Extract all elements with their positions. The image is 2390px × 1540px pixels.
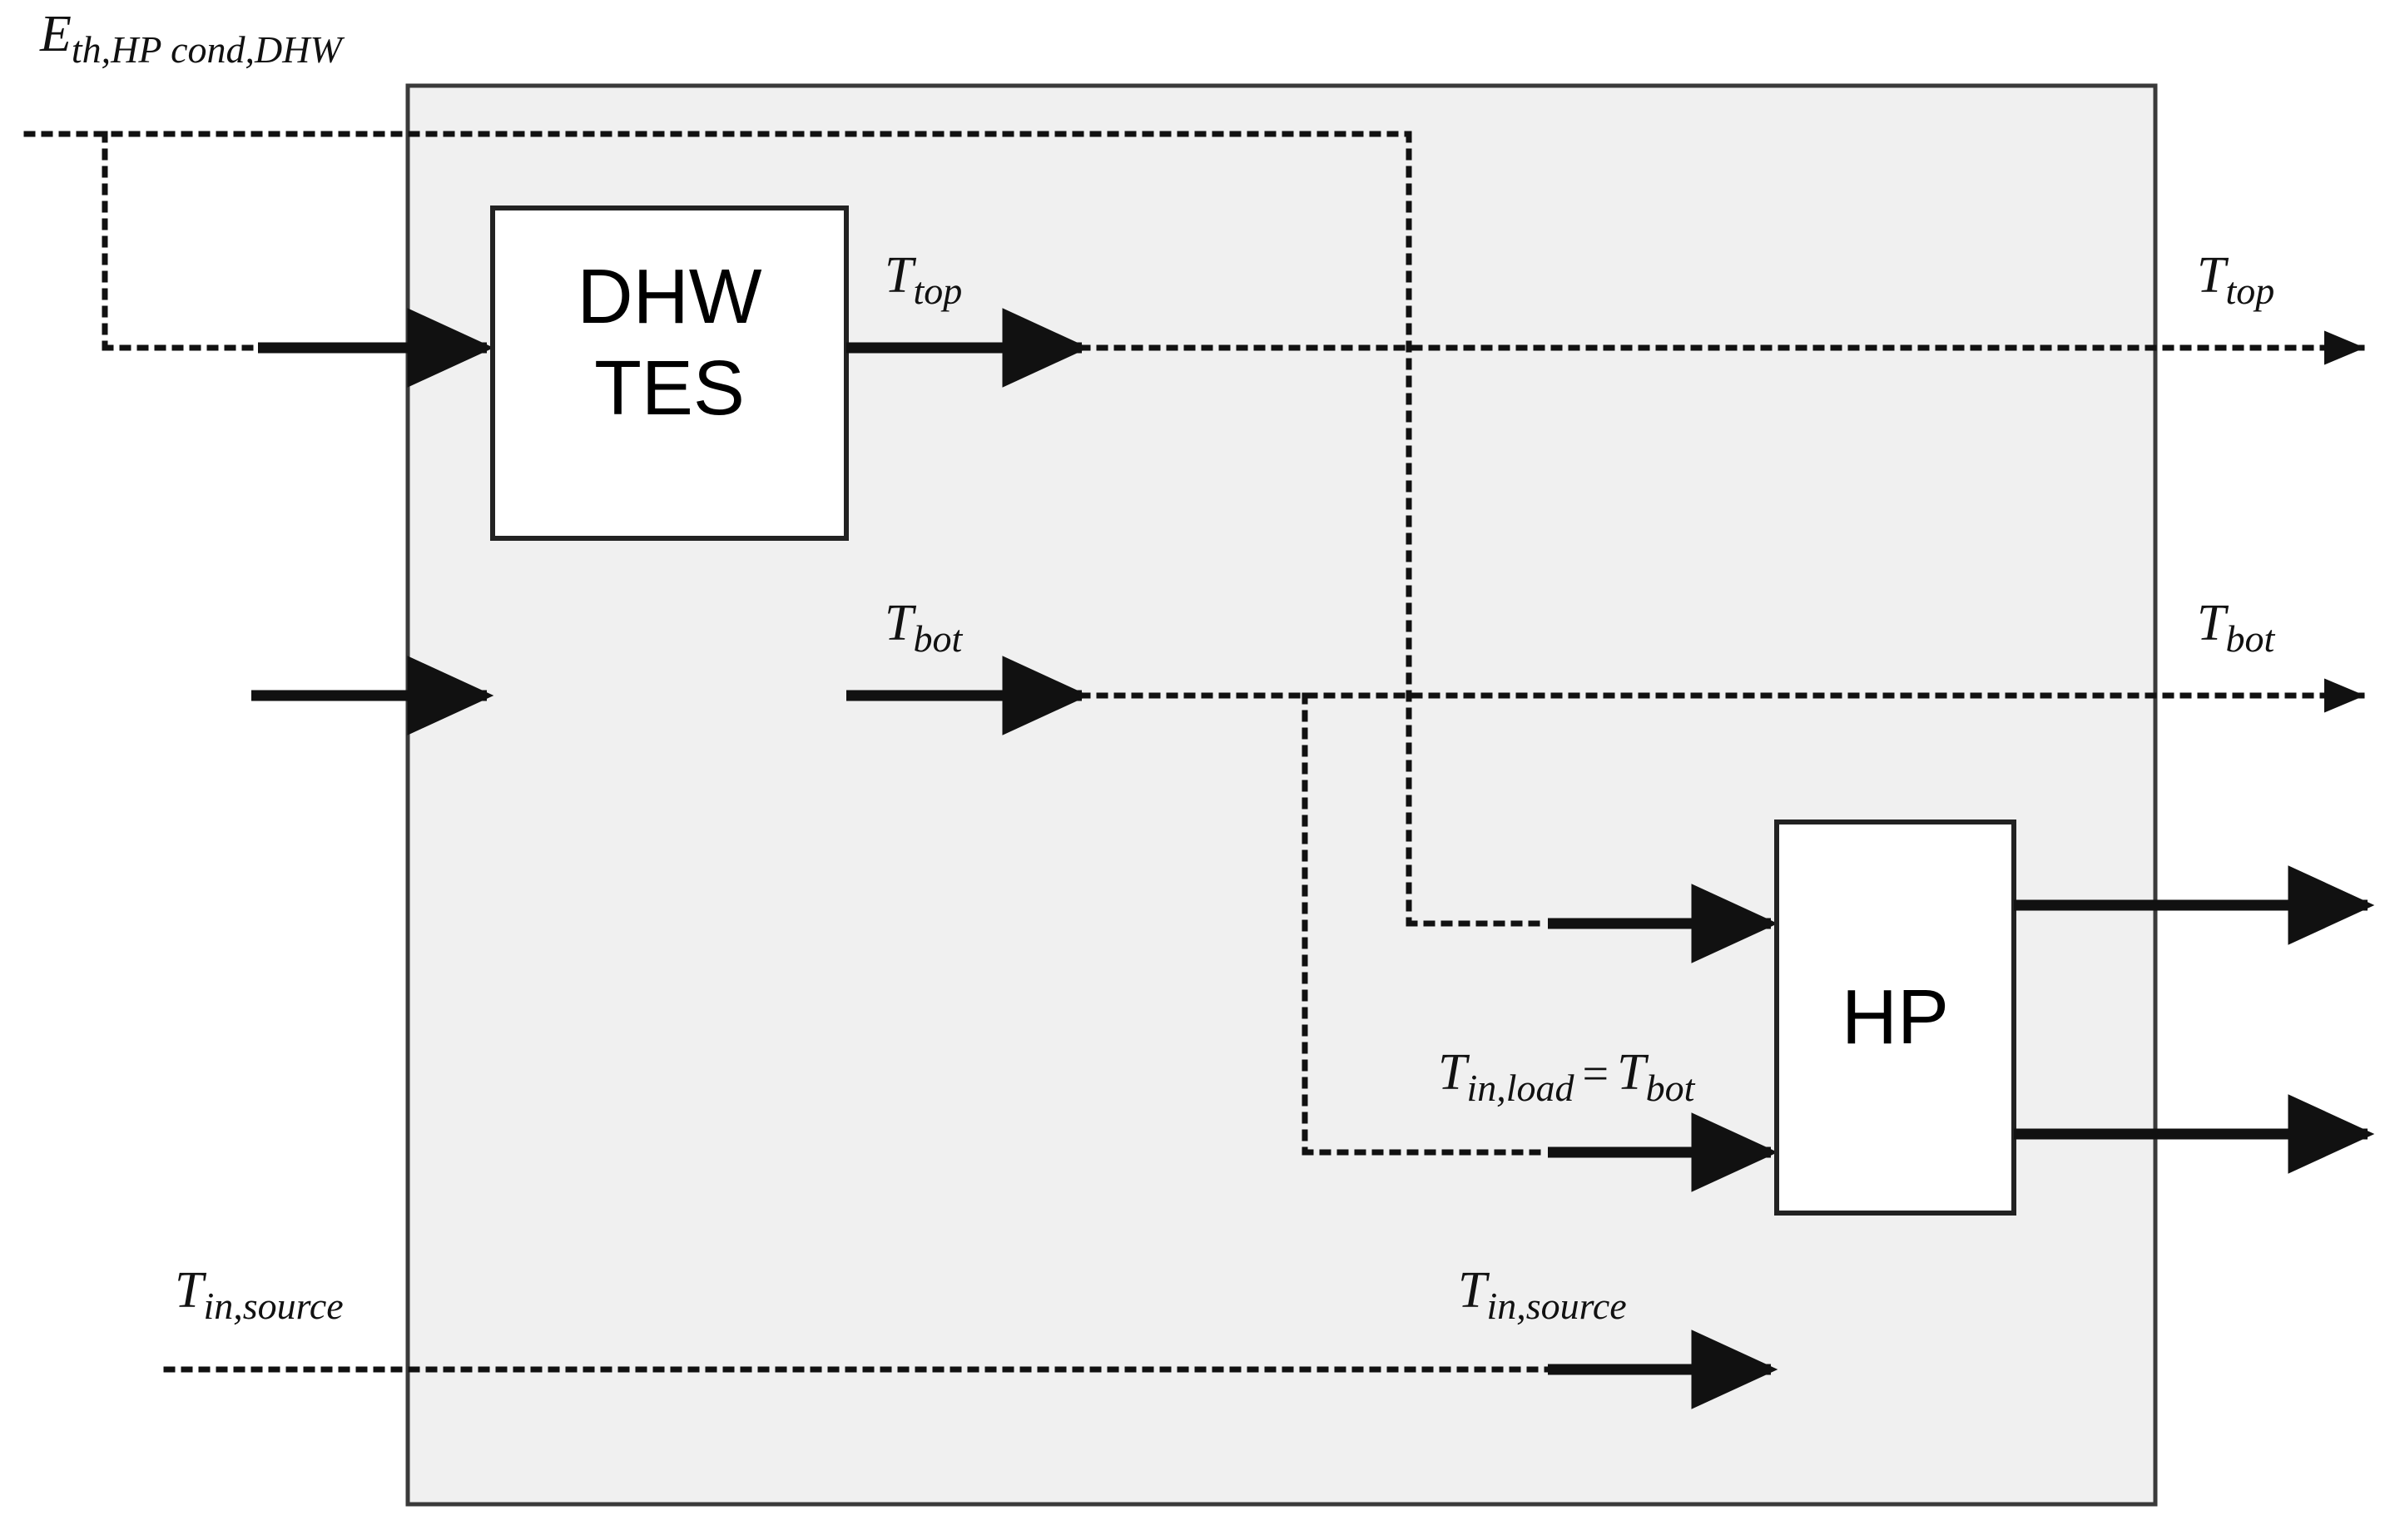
label-ttop-right: Ttop bbox=[2197, 250, 2274, 310]
label-tbot-right-base: T bbox=[2197, 595, 2226, 651]
label-tin-load-equals-tbot: Tin,load=Tbot bbox=[1438, 1047, 1694, 1107]
flow-eth-hp-cond-dhw bbox=[23, 131, 1412, 351]
flow-tbot-to-hp-load bbox=[1302, 692, 1551, 1156]
block-label-dhw-tes: DHW TES bbox=[493, 251, 846, 433]
label-tin-source-hp-base: T bbox=[1458, 1262, 1487, 1319]
label-tbot-right-subscript: bot bbox=[2225, 616, 2275, 660]
label-equals-sign: = bbox=[1582, 1048, 1609, 1100]
label-tin-load-subscript: in,load bbox=[1466, 1066, 1574, 1109]
flow-vertical-branch-ttop bbox=[1406, 131, 1551, 927]
label-eth-hp-cond-dhw: Eth,HP cond,DHW bbox=[40, 8, 342, 69]
label-tin-load-rhs-base: T bbox=[1617, 1044, 1646, 1101]
block-dhw-tes bbox=[490, 205, 849, 541]
label-eth-subscript: th,HP cond,DHW bbox=[71, 27, 342, 71]
label-ttop-tes-out: Ttop bbox=[885, 250, 962, 310]
label-tbot-tes-out: Tbot bbox=[885, 597, 962, 658]
block-hp bbox=[1774, 820, 2016, 1216]
label-tin-source-hp: Tin,source bbox=[1458, 1265, 1627, 1325]
block-label-dhw-tes-line1: DHW bbox=[577, 253, 762, 339]
label-eth-base: E bbox=[40, 6, 72, 62]
label-tbot-tes-out-base: T bbox=[885, 595, 914, 651]
label-tbot-right: Tbot bbox=[2197, 597, 2274, 658]
block-label-dhw-tes-line2: TES bbox=[594, 344, 745, 431]
label-tin-source-left: Tin,source bbox=[175, 1265, 344, 1325]
label-ttop-right-subscript: top bbox=[2225, 269, 2275, 312]
label-ttop-tes-out-base: T bbox=[885, 247, 914, 304]
label-ttop-tes-out-subscript: top bbox=[913, 269, 963, 312]
label-tin-load-rhs-subscript: bot bbox=[1645, 1066, 1695, 1109]
label-tbot-tes-out-subscript: bot bbox=[913, 616, 963, 660]
label-tin-source-hp-subscript: in,source bbox=[1486, 1284, 1627, 1327]
label-ttop-right-base: T bbox=[2197, 247, 2226, 304]
block-label-hp: HP bbox=[1777, 972, 2014, 1063]
label-tin-load-base: T bbox=[1438, 1044, 1467, 1101]
block-label-hp-line1: HP bbox=[1841, 973, 1950, 1060]
label-tin-source-left-base: T bbox=[175, 1262, 204, 1319]
label-tin-source-left-subscript: in,source bbox=[203, 1284, 344, 1327]
